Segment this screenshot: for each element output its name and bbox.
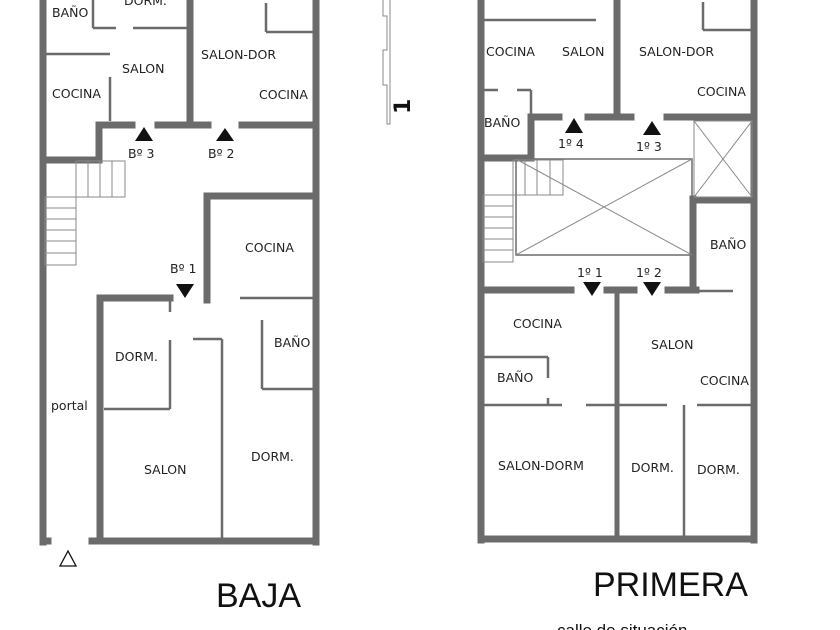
street-caption: calle de situación [557, 621, 687, 630]
room-label: SALON [562, 44, 604, 59]
section-marker [382, 0, 391, 125]
room-label: SALON-DOR [639, 44, 714, 59]
room-label: DORM. [631, 460, 674, 475]
door-label: 1º 3 [636, 139, 662, 154]
room-label: COCINA [513, 316, 562, 331]
baja-stairs [44, 160, 126, 266]
door-p2-arrow-icon [643, 282, 661, 296]
room-label: DORM. [251, 449, 294, 464]
baja-walls [39, 0, 320, 546]
door-p3-arrow-icon [643, 121, 661, 135]
room-label: BAÑO [710, 237, 746, 252]
room-label: BAÑO [52, 5, 88, 20]
door-label: 1º 1 [577, 265, 603, 280]
room-label: SALON [651, 337, 693, 352]
door-label: Bº 3 [128, 146, 154, 161]
room-label: portal [51, 398, 88, 413]
door-label: 1º 2 [636, 265, 662, 280]
elevator-shaft [693, 120, 753, 198]
room-label: DORM. [697, 462, 740, 477]
room-label: BAÑO [274, 335, 310, 350]
room-label: SALON-DORM [498, 458, 584, 473]
primera-stairwell [482, 158, 693, 263]
room-label: BAÑO [484, 115, 520, 130]
room-label: COCINA [486, 44, 535, 59]
primera-walls [477, 0, 758, 544]
door-p4-arrow-icon [565, 118, 583, 133]
room-label: SALON [144, 462, 186, 477]
entrance-triangle-icon [58, 549, 78, 567]
room-label: COCINA [697, 84, 746, 99]
room-label: BAÑO [497, 370, 533, 385]
room-label: COCINA [52, 86, 101, 101]
room-label: DORM. [115, 349, 158, 364]
room-label: DORM. [124, 0, 167, 8]
floor-title-baja: BAJA [216, 577, 301, 615]
door-label: 1º 4 [558, 136, 584, 151]
floor-title-primera: PRIMERA [593, 566, 748, 604]
room-label: SALON [122, 61, 164, 76]
door-b1-arrow-icon [176, 284, 194, 298]
door-p1-arrow-icon [583, 282, 601, 296]
room-label: COCINA [700, 373, 749, 388]
door-label: Bº 2 [208, 146, 234, 161]
section-mark-label: 1 [391, 99, 416, 114]
room-label: COCINA [245, 240, 294, 255]
door-b3-arrow-icon [135, 127, 153, 141]
room-label: SALON-DOR [201, 47, 276, 62]
room-label: COCINA [259, 87, 308, 102]
door-b2-arrow-icon [216, 128, 234, 141]
door-label: Bº 1 [170, 261, 196, 276]
